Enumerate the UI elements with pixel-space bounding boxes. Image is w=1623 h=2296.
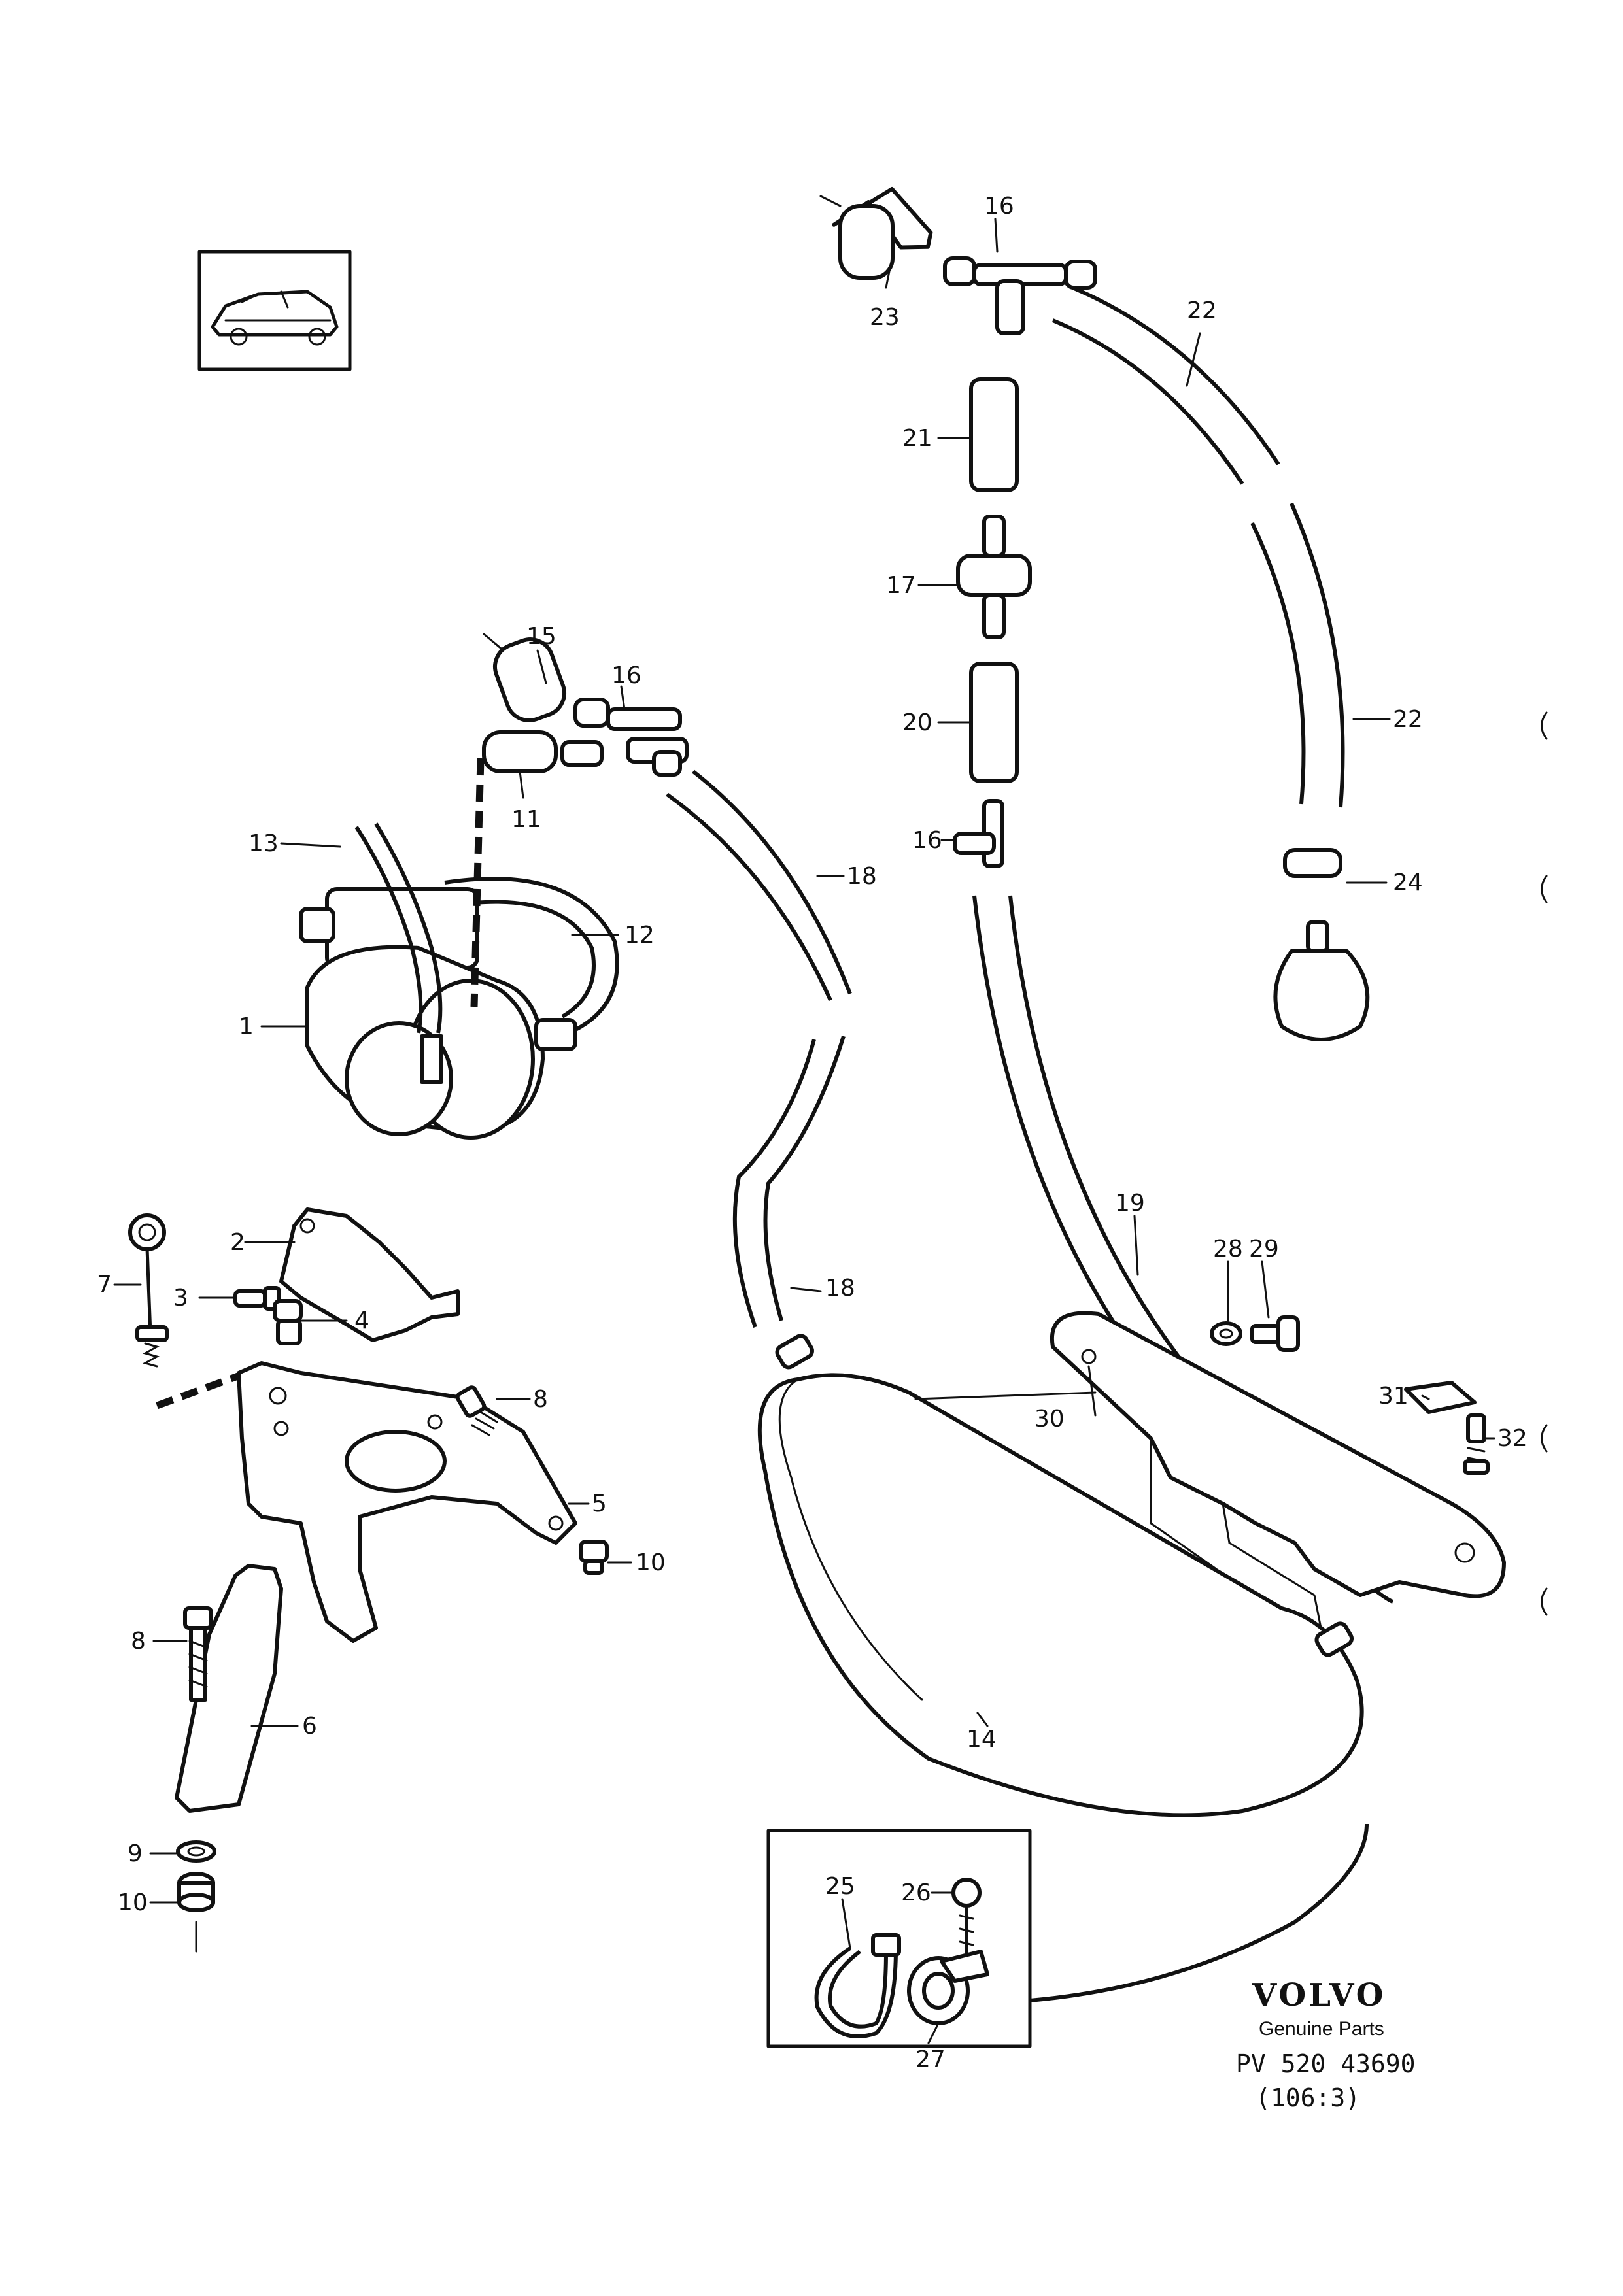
screw-3 xyxy=(233,1286,281,1311)
callout-7: 7 xyxy=(97,1272,112,1298)
vehicle-thumbnail xyxy=(197,250,352,371)
genuine-parts-tagline: Genuine Parts xyxy=(1259,2018,1384,2040)
callout-25: 25 xyxy=(825,1873,855,1900)
connector-24 xyxy=(1273,848,1370,1041)
callout-23: 23 xyxy=(870,304,900,331)
clip-27 xyxy=(907,1950,989,2025)
screw-32 xyxy=(1463,1413,1490,1475)
bolt-8-lower xyxy=(183,1606,213,1702)
callout-9: 9 xyxy=(128,1840,143,1867)
callout-16-top: 16 xyxy=(984,193,1014,220)
tee-connector-16-top xyxy=(943,256,1097,335)
callout-27: 27 xyxy=(915,2046,946,2073)
callout-8-upper: 8 xyxy=(533,1386,548,1413)
callout-11: 11 xyxy=(511,806,541,833)
callout-1: 1 xyxy=(239,1013,254,1040)
callout-16-mid: 16 xyxy=(912,827,942,854)
section-number: (106:3) xyxy=(1256,2084,1360,2112)
callout-28: 28 xyxy=(1213,1236,1243,1262)
hose-18 xyxy=(666,769,852,1328)
callout-12: 12 xyxy=(624,922,655,949)
bolt-8-upper xyxy=(455,1385,498,1436)
callout-26: 26 xyxy=(901,1880,931,1906)
callout-29: 29 xyxy=(1249,1236,1279,1262)
callout-4: 4 xyxy=(354,1308,369,1334)
bracket-30 xyxy=(1050,1311,1506,1629)
callout-3: 3 xyxy=(173,1285,188,1311)
margin-marks xyxy=(1541,711,1548,1616)
bracket-2 xyxy=(279,1207,460,1342)
callout-16-left: 16 xyxy=(611,662,641,689)
ref-number: PV 520 43690 xyxy=(1236,2050,1416,2078)
nut-10-upper xyxy=(579,1540,609,1575)
callout-13: 13 xyxy=(248,830,279,857)
hose-12 xyxy=(444,877,619,1035)
pump-1 xyxy=(299,887,577,1140)
hose-21 xyxy=(969,377,1019,492)
callout-18-lower: 18 xyxy=(825,1275,855,1302)
tank-14 xyxy=(757,1334,1364,1817)
dashed-link-pump xyxy=(470,758,485,1007)
clip-31 xyxy=(1404,1381,1477,1414)
eyebolt-7 xyxy=(128,1213,169,1368)
callout-2: 2 xyxy=(230,1229,245,1256)
brace-6 xyxy=(175,1564,283,1813)
hose-22 xyxy=(1051,286,1345,808)
callout-31: 31 xyxy=(1378,1383,1409,1410)
callout-18-upper: 18 xyxy=(847,863,877,890)
callout-30: 30 xyxy=(1034,1406,1065,1432)
callout-14: 14 xyxy=(966,1726,997,1753)
callout-10-upper: 10 xyxy=(636,1549,666,1576)
screw-29 xyxy=(1250,1315,1300,1352)
dashed-link-bracket xyxy=(156,1362,266,1410)
callout-8-lower: 8 xyxy=(131,1628,146,1655)
inset-box xyxy=(766,1823,1369,2048)
tee-connector-16-left xyxy=(573,698,689,777)
washer-28 xyxy=(1210,1321,1242,1346)
washer-9 xyxy=(176,1840,216,1863)
callout-15: 15 xyxy=(526,623,556,650)
strap-13 xyxy=(354,822,443,1034)
callout-22-lower: 22 xyxy=(1393,706,1423,733)
callout-10-lower: 10 xyxy=(118,1889,148,1916)
callout-labels: 1 2 3 4 5 6 7 8 8 9 10 10 11 12 13 14 15… xyxy=(97,193,1528,2073)
callout-21: 21 xyxy=(902,425,932,452)
nut-10-lower xyxy=(177,1872,215,1953)
callout-6: 6 xyxy=(302,1713,317,1740)
callout-17: 17 xyxy=(886,572,916,599)
hose-15 xyxy=(483,633,566,722)
callout-20: 20 xyxy=(902,709,932,736)
callout-32: 32 xyxy=(1497,1425,1528,1452)
callout-19: 19 xyxy=(1115,1190,1145,1217)
volvo-logo: VOLVO xyxy=(1252,1977,1386,2014)
screw-26 xyxy=(951,1878,982,1960)
hose-20 xyxy=(969,662,1019,783)
callout-22-upper: 22 xyxy=(1187,297,1217,324)
clamp-25 xyxy=(814,1933,901,2038)
callout-5: 5 xyxy=(592,1491,607,1517)
leader-lines xyxy=(113,218,1495,2044)
hose-11 xyxy=(482,730,604,773)
tee-connector-16-mid xyxy=(953,799,1004,868)
bushing-4 xyxy=(273,1299,303,1345)
hose-23 xyxy=(819,186,933,280)
mounting-plate-5 xyxy=(237,1361,577,1643)
check-valve-17 xyxy=(956,515,1032,639)
branding: VOLVO Genuine Parts PV 520 43690 (106:3) xyxy=(1236,1977,1416,2112)
callout-24: 24 xyxy=(1393,869,1423,896)
